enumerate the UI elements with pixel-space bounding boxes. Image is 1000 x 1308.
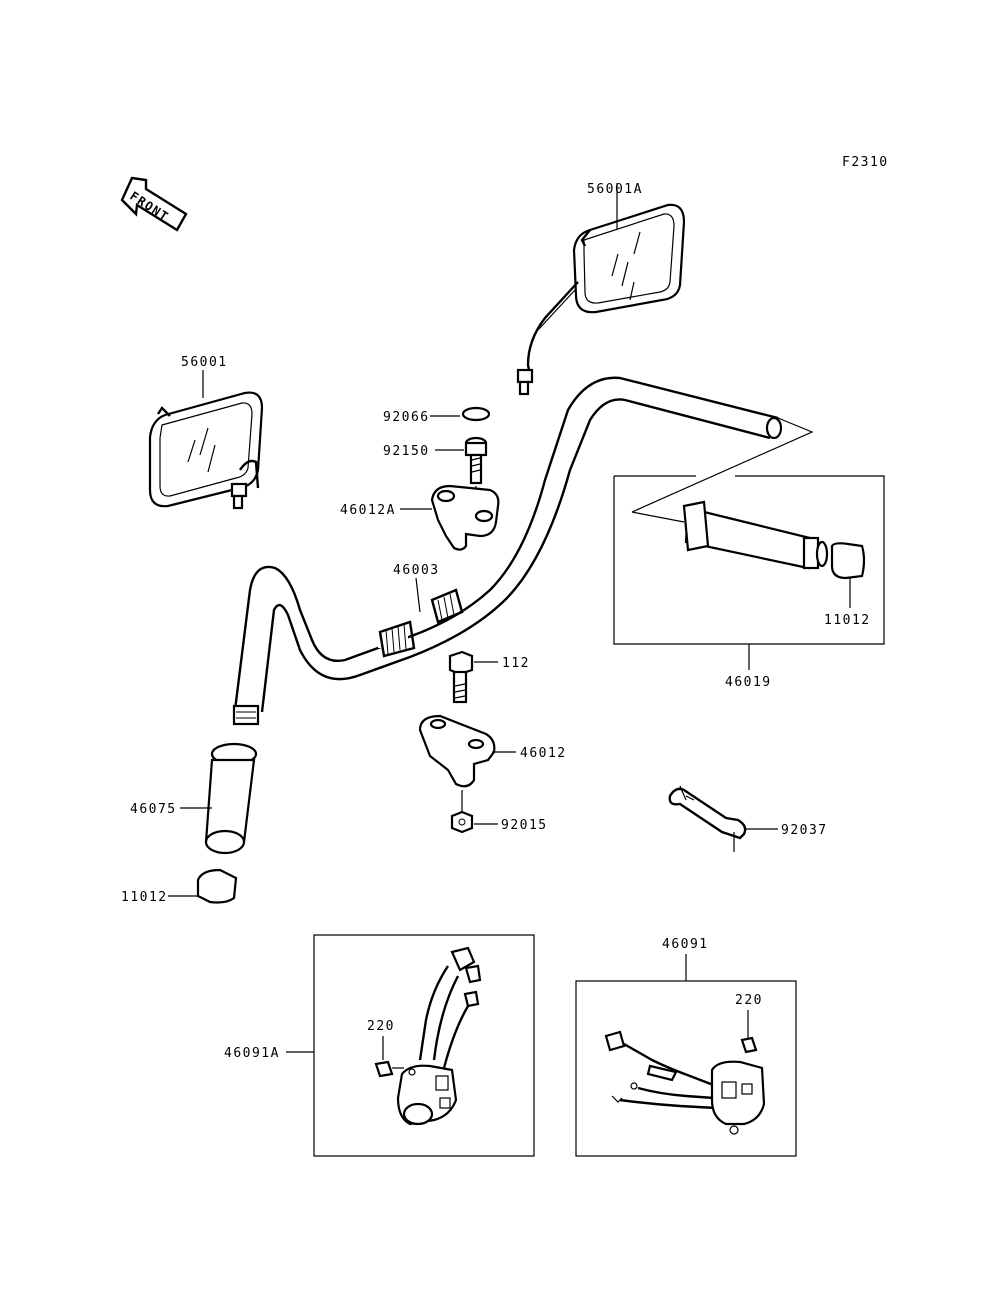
diagram-code: F2310 xyxy=(842,155,889,170)
label-switch-right-screw: 220 xyxy=(735,993,763,1008)
throttle-grip-box: 11012 46019 xyxy=(613,417,885,690)
label-end-right: 11012 xyxy=(824,613,871,628)
switch-right-box: 46091 220 xyxy=(575,937,797,1157)
label-bolt-top: 92150 xyxy=(383,444,430,459)
label-nut: 92015 xyxy=(501,818,548,833)
holder-lower: 46012 xyxy=(418,714,567,812)
nut: 92015 xyxy=(450,810,548,834)
label-bolt-lower: 112 xyxy=(502,656,530,671)
mirror-left: 56001 xyxy=(148,355,264,510)
label-end-left: 11012 xyxy=(121,890,168,905)
label-mirror-left: 56001 xyxy=(181,355,228,370)
label-wrench: 92037 xyxy=(781,823,828,838)
holder-upper: 46012A xyxy=(340,484,500,551)
switch-left-box: 46091A 220 xyxy=(224,934,535,1157)
front-arrow-icon: FRONT xyxy=(120,176,188,232)
label-holder-lower: 46012 xyxy=(520,746,567,761)
label-holder-upper: 46012A xyxy=(340,503,396,518)
end-left: 11012 xyxy=(121,868,238,905)
wrench: 92037 xyxy=(668,785,828,852)
label-grip-left: 46075 xyxy=(130,802,177,817)
label-switch-left-screw: 220 xyxy=(367,1019,395,1034)
front-label: FRONT xyxy=(127,189,171,225)
label-switch-left: 46091A xyxy=(224,1046,280,1061)
cap: 92066 xyxy=(383,406,491,425)
label-mirror-right: 56001A xyxy=(587,182,643,197)
bolt-lower: 112 xyxy=(448,650,530,704)
handlebar: 46003 xyxy=(232,376,783,726)
mirror-right: 56001A xyxy=(516,182,686,396)
label-throttle-grip: 46019 xyxy=(725,675,772,690)
label-cap: 92066 xyxy=(383,410,430,425)
grip-left: 46075 xyxy=(130,742,258,855)
label-handlebar: 46003 xyxy=(393,563,440,578)
label-switch-right: 46091 xyxy=(662,937,709,952)
bolt-top: 92150 xyxy=(383,436,488,498)
